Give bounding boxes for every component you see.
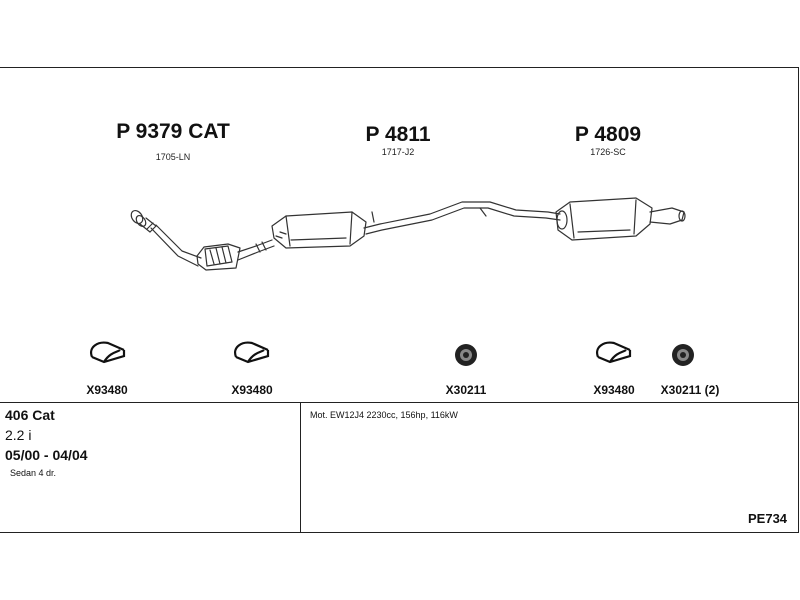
part-code-catalyst: P 9379 CAT <box>116 120 230 143</box>
intermediate-pipe <box>237 239 275 261</box>
tailpipe <box>649 207 685 225</box>
middle-silencer <box>271 211 367 249</box>
part-ref-rear-silencer: 1726-SC <box>590 147 626 157</box>
clamp-icon <box>90 341 126 364</box>
front-flange <box>130 209 157 233</box>
clamp-icon <box>596 341 632 364</box>
accessory-label: X30211 (2) <box>660 383 720 397</box>
engine-size: 2.2 i <box>5 427 32 443</box>
motor-spec: Mot. EW12J4 2230cc, 156hp, 116kW <box>310 410 458 420</box>
clamp-icon <box>234 341 270 364</box>
rubber-mount-icon <box>672 344 694 366</box>
info-divider-vertical <box>300 402 301 533</box>
connecting-pipe <box>363 201 561 235</box>
accessory-label: X93480 <box>86 383 128 397</box>
diagram-frame <box>0 67 799 533</box>
accessory-label: X30211 <box>445 383 487 397</box>
front-pipe <box>150 224 202 267</box>
kit-code: PE734 <box>748 511 788 526</box>
part-ref-catalyst: 1705-LN <box>155 152 191 162</box>
part-ref-middle-silencer: 1717-J2 <box>381 147 415 157</box>
body-type: Sedan 4 dr. <box>10 468 57 478</box>
catalytic-converter <box>196 243 241 271</box>
production-period: 05/00 - 04/04 <box>5 447 88 463</box>
part-code-middle-silencer: P 4811 <box>365 123 431 146</box>
info-divider-horizontal <box>0 402 799 403</box>
rear-silencer <box>555 197 653 241</box>
accessory-label: X93480 <box>231 383 273 397</box>
rubber-mount-icon <box>455 344 477 366</box>
part-code-rear-silencer: P 4809 <box>574 123 642 146</box>
vehicle-model: 406 Cat <box>5 407 55 423</box>
accessory-label: X93480 <box>593 383 635 397</box>
